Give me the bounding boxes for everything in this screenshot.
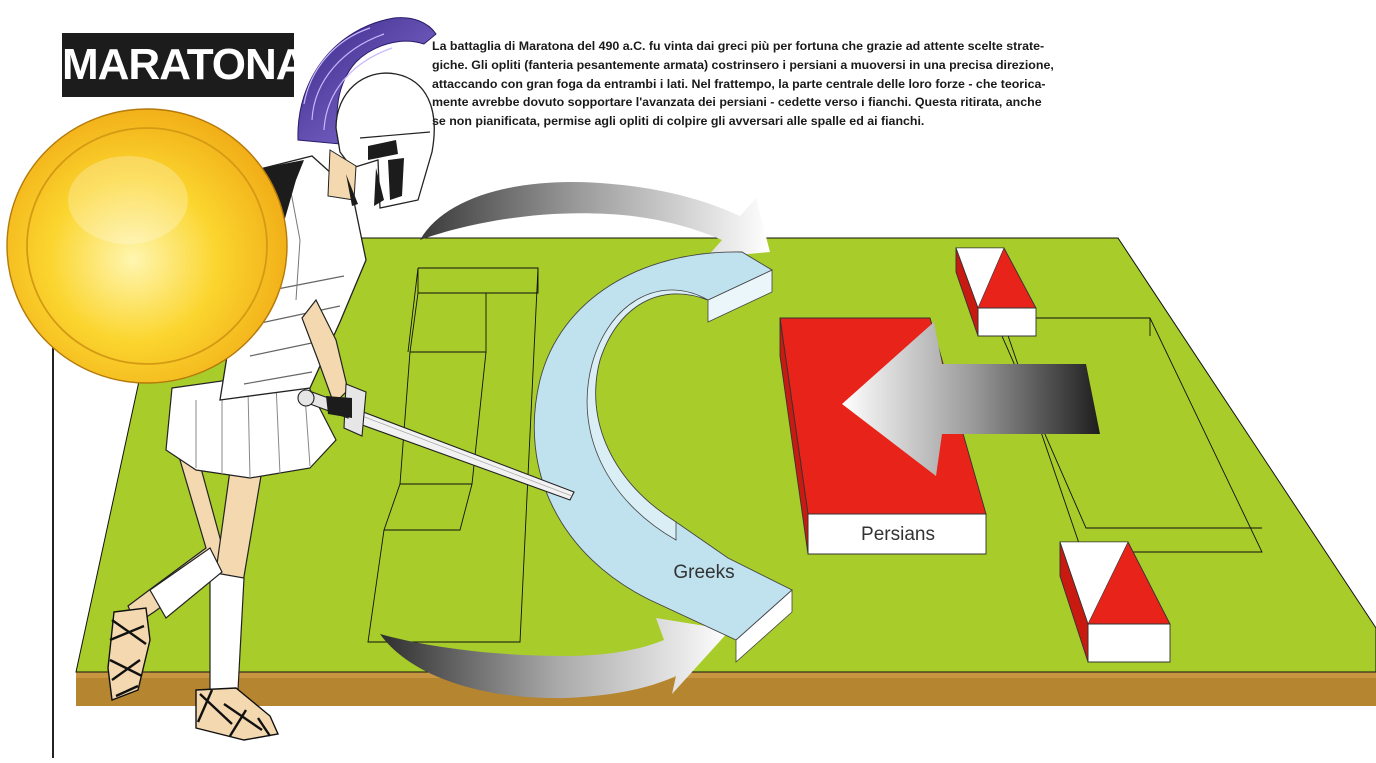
retreat-arrow-icon [842, 322, 1100, 476]
helmet-icon [335, 72, 435, 209]
label-persians: Persians [861, 524, 935, 545]
greek-initial-outline [367, 267, 539, 643]
field-edge-shade [76, 672, 1376, 678]
shield-icon [6, 108, 288, 384]
persian-flank-bottom [1059, 541, 1171, 663]
field-edge [76, 672, 1376, 706]
battlefield [75, 237, 1376, 673]
label-greeks: Greeks [673, 562, 735, 583]
greek-crescent [533, 251, 793, 663]
page-title: MARATONA [62, 33, 308, 97]
sandal-icon [195, 687, 280, 741]
frame-border-left [52, 320, 54, 758]
persian-flank-top [955, 247, 1037, 337]
sandal-icon [107, 607, 151, 701]
flanking-arrow-bottom-icon [380, 618, 730, 699]
flanking-arrow-top-icon [420, 182, 770, 258]
intro-paragraph: La battaglia di Maratona del 490 a.C. fu… [432, 39, 1054, 129]
hoplite-warrior-icon [6, 17, 575, 741]
sword-icon [297, 383, 575, 501]
